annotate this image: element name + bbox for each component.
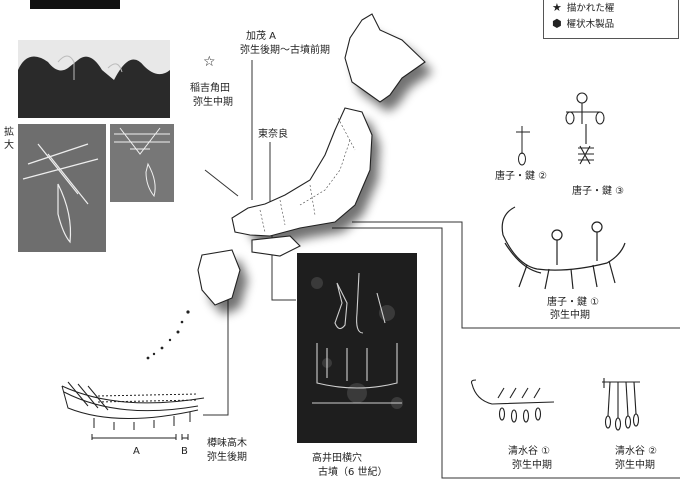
legend-box: ★ 描かれた櫂 ⬢ 櫂状木製品 (543, 0, 679, 39)
site-karako1-period: 弥生中期 (550, 310, 590, 321)
enlarged-photo-2 (110, 124, 174, 202)
heading-tab (30, 0, 120, 9)
legend-row-star: ★ 描かれた櫂 (552, 0, 615, 15)
honshu (231, 107, 373, 237)
kakudai-label: 拡大 (4, 127, 14, 151)
japan-map (146, 13, 433, 360)
hexagon-icon: ⬢ (552, 16, 562, 30)
site-kamo-name: 加茂 A (246, 31, 277, 42)
inayoshi-pottery-photo (18, 40, 170, 118)
site-higashinara-name: 東奈良 (258, 129, 288, 140)
site-takaida-period: 古墳（6 世紀） (318, 467, 388, 478)
shimizu2-paddles-drawing (602, 378, 640, 431)
boat-mark-b: B (181, 446, 188, 457)
star-icon: ★ (552, 0, 562, 14)
boat-mark-a: A (133, 446, 140, 457)
site-karako1-name: 唐子・鍵 ① (547, 297, 600, 308)
site-shimizu1-name: 清水谷 ① (508, 446, 551, 457)
site-shimizu2-name: 清水谷 ② (615, 446, 658, 457)
site-masumi-period: 弥生後期 (207, 452, 247, 463)
enlarged-photo-1 (18, 124, 106, 252)
site-masumi-name: 樽味高木 (207, 438, 247, 449)
inayoshi-star-icon: ☆ (203, 54, 216, 70)
kyushu (197, 249, 241, 306)
site-inayoshi-name: 稲吉角田 (190, 83, 230, 94)
karako2-paddle-drawing (516, 126, 530, 166)
site-karako2-name: 唐子・鍵 ② (495, 171, 548, 182)
site-shimizu2-period: 弥生中期 (615, 460, 655, 471)
legend-row-hex: ⬢ 櫂状木製品 (552, 16, 615, 31)
karako3-figure-drawing (565, 92, 605, 165)
site-inayoshi-period: 弥生中期 (193, 97, 233, 108)
masumi-boat-drawing (61, 381, 205, 440)
takaida-cave-photo (297, 253, 417, 443)
site-shimizu1-period: 弥生中期 (512, 460, 552, 471)
site-karako3-name: 唐子・鍵 ③ (572, 186, 625, 197)
hokkaido (344, 13, 426, 103)
site-takaida-name: 高井田横穴 (312, 453, 362, 464)
shikoku (251, 235, 301, 257)
shimizu1-boat-drawing (470, 379, 555, 423)
site-kamo-period: 弥生後期〜古墳前期 (240, 45, 330, 56)
karako1-boat-drawing (501, 206, 626, 290)
